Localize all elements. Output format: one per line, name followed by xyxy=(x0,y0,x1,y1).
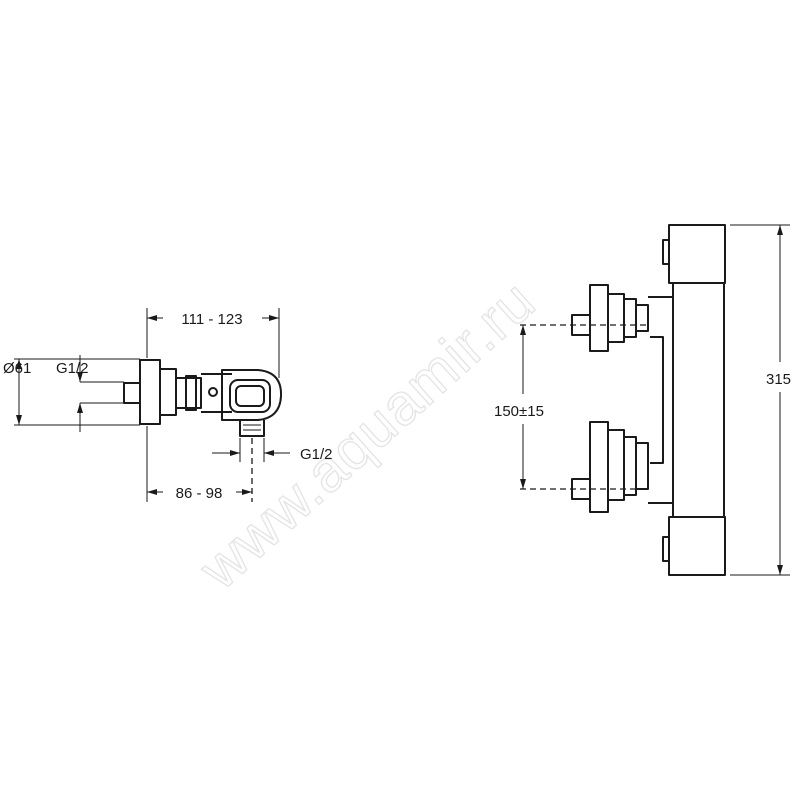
dimension-label-diameter: Ø61 xyxy=(3,360,31,377)
dimension-spacing: 150±15 xyxy=(494,325,544,489)
side-view-body xyxy=(123,359,283,437)
lower-connector xyxy=(571,421,649,513)
dimension-length-bottom: 86 - 98 xyxy=(146,426,253,502)
side-view: 111 - 123 86 - 98 Ø61 xyxy=(3,308,333,502)
dimension-thread-bottom: G1/2 xyxy=(212,438,333,463)
dimension-label-thread-bottom: G1/2 xyxy=(300,446,333,463)
dimension-label-height: 315 xyxy=(766,371,791,388)
front-view-body xyxy=(520,224,726,576)
dimension-length-top: 111 - 123 xyxy=(146,308,280,378)
dimension-label-86-98: 86 - 98 xyxy=(176,485,223,502)
dimension-label-thread-left: G1/2 xyxy=(56,360,89,377)
dimension-thread-left: G1/2 xyxy=(56,355,124,432)
front-view: 150±15 315 xyxy=(494,224,791,576)
upper-connector xyxy=(571,284,649,352)
dimension-diameter: Ø61 xyxy=(3,358,140,426)
dimension-height: 315 xyxy=(730,224,791,576)
dimension-label-spacing: 150±15 xyxy=(494,403,544,420)
dimension-label-111-123: 111 - 123 xyxy=(181,311,242,328)
